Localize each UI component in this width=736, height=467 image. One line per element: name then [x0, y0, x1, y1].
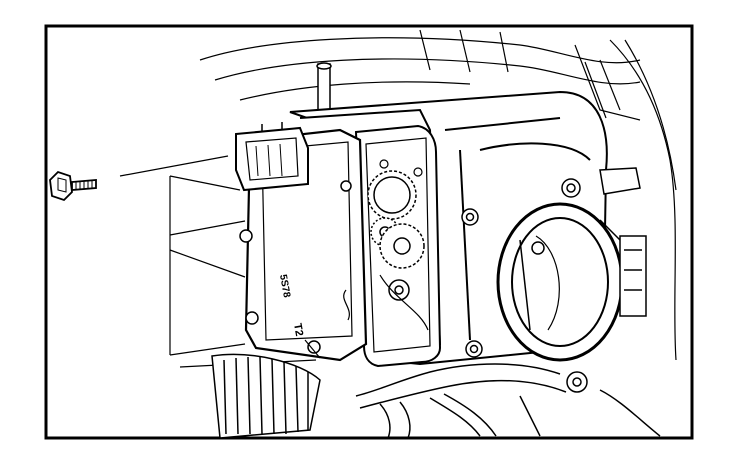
lower-tubing [355, 363, 661, 439]
module-part-number: 5S78 [277, 274, 292, 299]
gear-train [367, 159, 429, 331]
assembly-leader-lines [119, 155, 321, 368]
housing-bolts [461, 178, 588, 393]
bolt-icon [49, 170, 97, 202]
actuator-module [235, 122, 368, 362]
right-bracket [599, 167, 647, 317]
module-code-label: T2 [291, 322, 305, 337]
corrugated-hose [211, 353, 321, 439]
engine-background [199, 29, 677, 361]
vacuum-stud [316, 62, 332, 111]
throttle-bore [496, 202, 624, 362]
